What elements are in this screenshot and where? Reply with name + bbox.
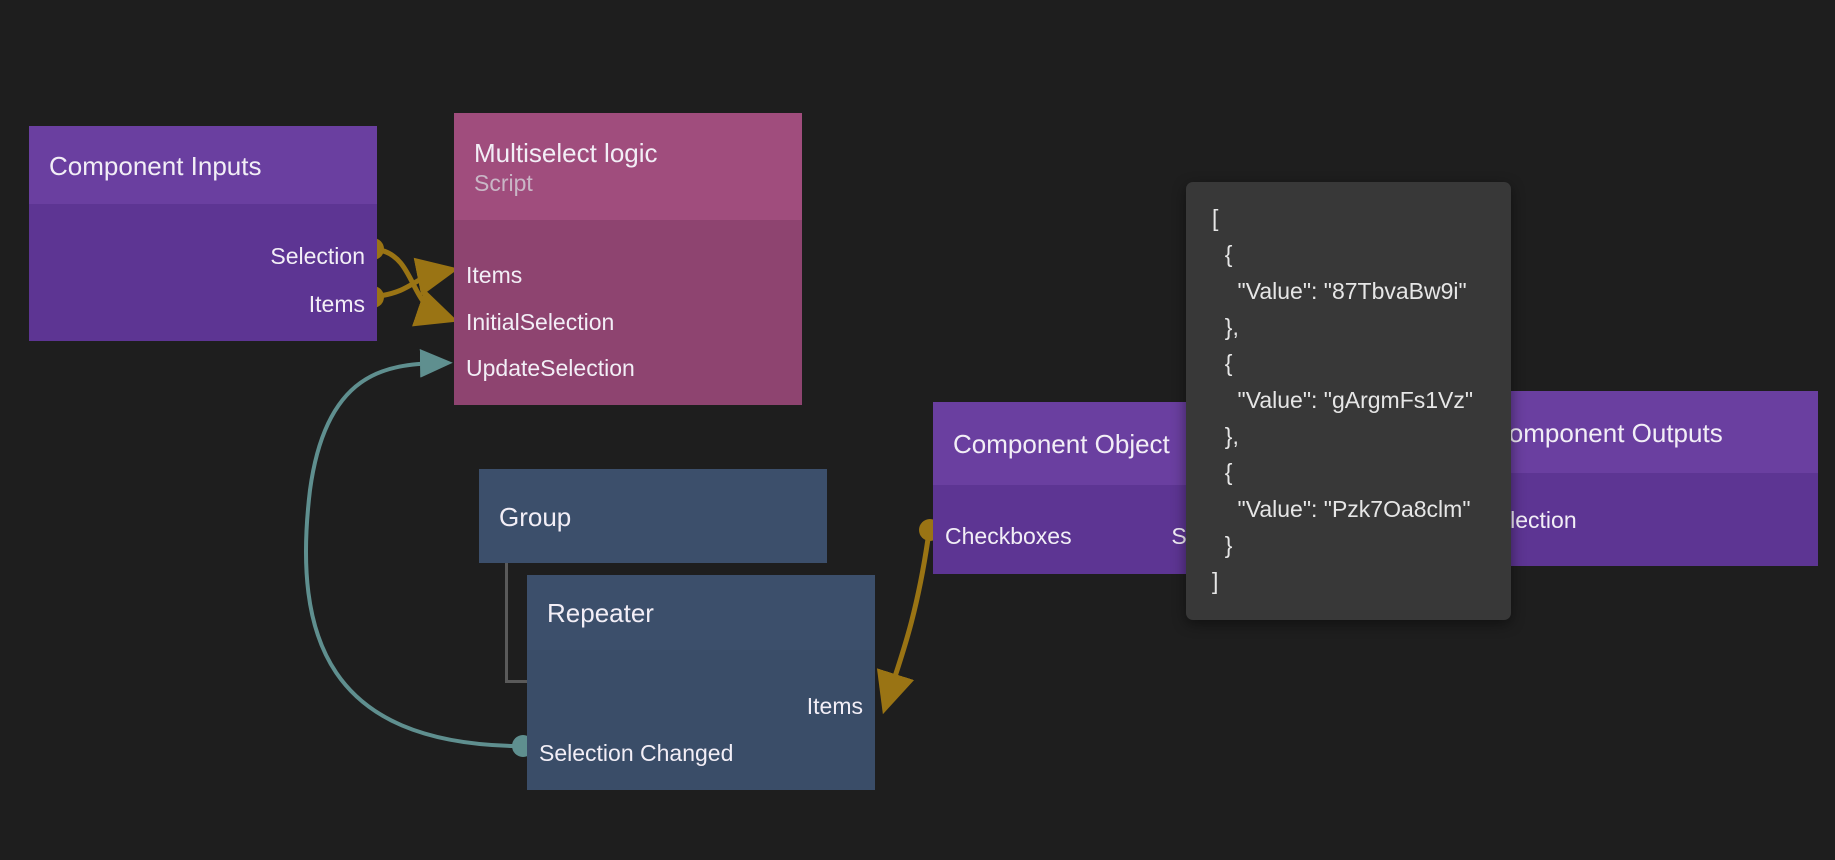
input-port-updateselection[interactable]: UpdateSelection [466, 355, 635, 381]
node-title: Multiselect logic [474, 137, 658, 168]
node-body: Items InitialSelection UpdateSelection [454, 220, 802, 405]
output-port-items[interactable]: Items [806, 693, 863, 719]
json-value-tooltip: [ { "Value": "87TbvaBw9i" }, { "Value": … [1186, 182, 1511, 620]
node-body: Selection Items [29, 204, 377, 341]
output-port-items[interactable]: Items [308, 291, 365, 317]
input-port-selection-changed[interactable]: Selection Changed [539, 740, 734, 766]
node-group[interactable]: Group [479, 469, 827, 563]
node-multiselect-logic[interactable]: Multiselect logic Script Items InitialSe… [454, 113, 802, 405]
node-title: Repeater [547, 598, 654, 629]
input-port-items[interactable]: Items [466, 262, 523, 288]
node-component-outputs[interactable]: Component Outputs Selection [1470, 391, 1818, 566]
node-body: Selection [1470, 473, 1818, 566]
node-subtitle: Script [474, 169, 533, 196]
node-repeater[interactable]: Repeater Items Selection Changed [527, 575, 875, 790]
input-port-initialselection[interactable]: InitialSelection [466, 309, 615, 335]
group-child-bracket [505, 563, 527, 683]
node-header: Repeater [527, 575, 875, 650]
node-title: Component Inputs [49, 150, 262, 181]
node-component-inputs[interactable]: Component Inputs Selection Items [29, 126, 377, 341]
output-port-selection[interactable]: Selection [270, 243, 365, 269]
node-header: Component Outputs [1470, 391, 1818, 473]
json-tooltip-text: [ { "Value": "87TbvaBw9i" }, { "Value": … [1212, 205, 1474, 595]
node-title: Component Outputs [1490, 417, 1723, 448]
node-header: Multiselect logic Script [454, 113, 802, 220]
node-title: Group [499, 501, 572, 532]
node-header: Group [479, 469, 827, 563]
node-body: Items Selection Changed [527, 650, 875, 790]
node-header: Component Inputs [29, 126, 377, 204]
node-title: Component Object [953, 429, 1170, 460]
input-port-checkboxes[interactable]: Checkboxes [945, 523, 1072, 549]
